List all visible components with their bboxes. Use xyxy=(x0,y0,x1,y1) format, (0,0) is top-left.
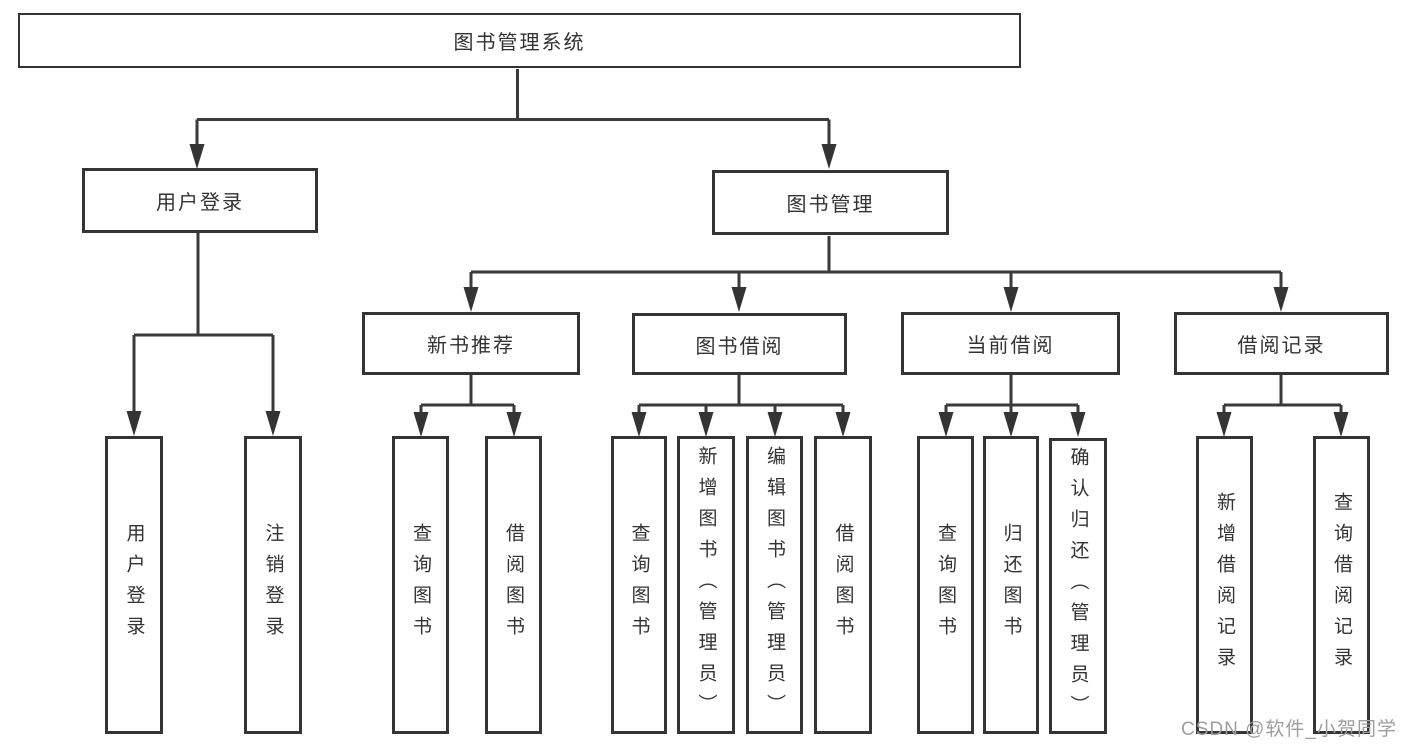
node-label: 图书管理系统 xyxy=(453,32,586,54)
node-label: 借阅记录 xyxy=(1237,335,1326,357)
node-label: 借阅图书 xyxy=(503,523,524,647)
node-new-book-recommendation: 新书推荐 xyxy=(362,312,580,375)
leaf-newbook-borrow-books: 借阅图书 xyxy=(485,436,542,734)
node-label: 注销登录 xyxy=(262,523,284,647)
leaf-borrow-books: 借阅图书 xyxy=(814,436,872,734)
node-label: 查询借阅记录 xyxy=(1331,492,1352,678)
leaf-user-login: 用户登录 xyxy=(105,436,163,734)
node-label: 图书借阅 xyxy=(695,335,784,358)
node-library-management-system: 图书管理系统 xyxy=(18,13,1021,68)
node-label: 查询图书 xyxy=(410,523,431,647)
node-label: 当前借阅 xyxy=(966,335,1055,357)
node-current-borrowing: 当前借阅 xyxy=(901,312,1120,375)
leaf-confirm-return-admin: 确认归还（管理员） xyxy=(1049,438,1107,734)
leaf-edit-books-admin: 编辑图书（管理员） xyxy=(746,436,803,734)
node-book-borrowing: 图书借阅 xyxy=(632,313,847,375)
csdn-watermark: CSDN @软件_小贺同学 xyxy=(1181,719,1397,740)
node-label: 编辑图书（管理员） xyxy=(764,445,785,725)
node-label: 图书管理 xyxy=(786,194,875,216)
leaf-logout: 注销登录 xyxy=(244,436,302,734)
node-label: 确认归还（管理员） xyxy=(1067,446,1089,726)
leaf-borrow-search-books: 查询图书 xyxy=(611,436,667,734)
node-borrowing-records: 借阅记录 xyxy=(1174,312,1389,375)
leaf-current-search-books: 查询图书 xyxy=(917,436,974,734)
leaf-add-books-admin: 新增图书（管理员） xyxy=(677,436,735,734)
leaf-newbook-search-books: 查询图书 xyxy=(392,436,449,734)
node-label: 查询图书 xyxy=(935,523,956,647)
node-label: 新增借阅记录 xyxy=(1214,492,1235,678)
leaf-return-books: 归还图书 xyxy=(983,436,1039,734)
leaf-add-borrow-record: 新增借阅记录 xyxy=(1196,436,1253,734)
node-label: 用户登录 xyxy=(123,523,145,647)
node-book-management-branch: 图书管理 xyxy=(712,170,949,235)
node-user-login-branch: 用户登录 xyxy=(82,168,318,233)
node-label: 新书推荐 xyxy=(427,335,515,357)
node-label: 新增图书（管理员） xyxy=(695,445,717,725)
leaf-search-borrow-record: 查询借阅记录 xyxy=(1313,436,1370,734)
node-label: 借阅图书 xyxy=(832,523,854,647)
node-label: 用户登录 xyxy=(156,192,244,214)
node-label: 归还图书 xyxy=(1000,523,1022,647)
node-label: 查询图书 xyxy=(628,523,650,647)
arrowheads xyxy=(126,144,1349,437)
